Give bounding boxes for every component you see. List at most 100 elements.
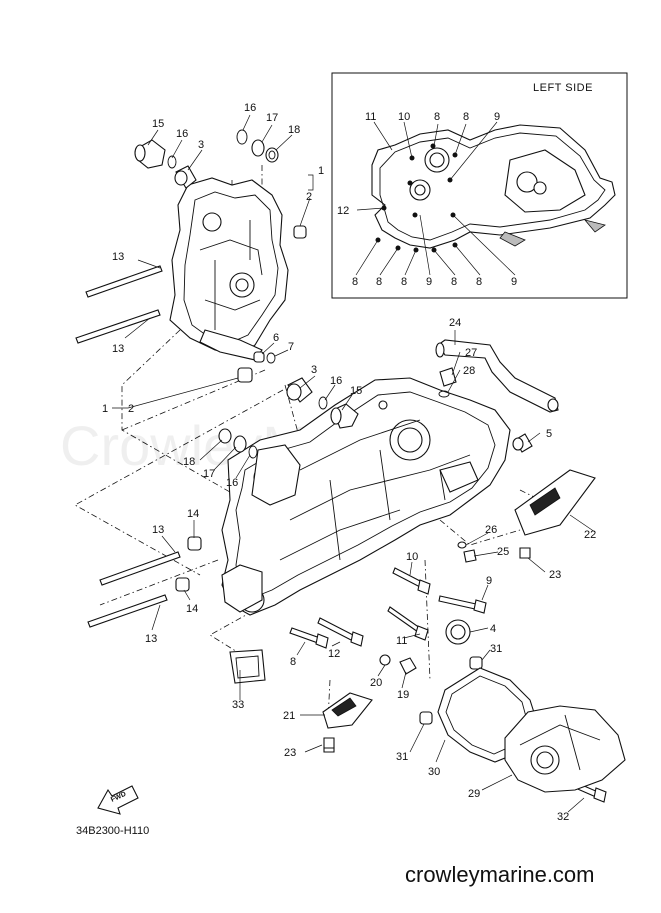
callout-24: 24 — [449, 317, 461, 329]
callout-23: 23 — [284, 747, 296, 759]
callout-13: 13 — [145, 633, 157, 645]
right-case-ribs — [199, 220, 263, 330]
inset-callout-8: 8 — [434, 111, 440, 123]
callout-32: 32 — [557, 811, 569, 823]
callout-11: 11 — [396, 635, 407, 647]
hose-end-right — [547, 398, 559, 412]
callout-16: 16 — [244, 102, 256, 114]
inset-bore-lower-inner — [414, 184, 426, 196]
part-33 — [229, 649, 266, 684]
left-case-window — [439, 461, 479, 493]
inset-callout-8: 8 — [451, 276, 457, 288]
part-15-mid-end — [330, 407, 342, 425]
left-case-boss-lower — [221, 564, 263, 613]
inset-cover-hole-1 — [516, 171, 538, 193]
inset-callout-9: 9 — [494, 111, 500, 123]
callout-2: 2 — [306, 191, 312, 203]
part-18-plug-top — [265, 147, 279, 163]
callout-numbers: 15 16 3 16 17 18 1 2 13 13 6 7 1 2 3 16 … — [102, 102, 596, 823]
callout-5: 5 — [546, 428, 552, 440]
part-17-washer-top — [251, 139, 265, 157]
website-link[interactable]: crowleymarine.com — [405, 862, 595, 887]
callout-25: 25 — [497, 546, 509, 558]
callout-13: 13 — [152, 524, 164, 536]
inset-hatch-2 — [583, 219, 606, 233]
part-17-washer-mid — [233, 435, 247, 453]
right-case-body — [169, 177, 289, 356]
inset-hatch-1 — [499, 231, 526, 247]
callout-7: 7 — [288, 341, 294, 353]
bolt-23-lower — [323, 737, 335, 749]
callout-13: 13 — [112, 343, 124, 355]
inset-callout-11: 11 — [365, 111, 376, 123]
part-16-oring-top — [236, 129, 248, 145]
callout-leaders — [112, 114, 596, 813]
callout-16: 16 — [176, 128, 188, 140]
stud-13-c — [99, 551, 181, 586]
inset-callout-8: 8 — [352, 276, 358, 288]
part-31-dowel-upper — [469, 656, 483, 670]
left-case-ribs — [279, 419, 471, 561]
callout-31: 31 — [490, 643, 502, 655]
callout-1: 1 — [318, 165, 324, 177]
inset-callout-8: 8 — [401, 276, 407, 288]
part-14-dowel-upper — [187, 536, 202, 551]
bolt-23-upper — [519, 547, 531, 559]
part-2-dowel-upper — [293, 225, 307, 239]
inset-callout-12: 12 — [337, 205, 349, 217]
inset-callout-8: 8 — [376, 276, 382, 288]
part-14-dowel-lower — [175, 577, 190, 592]
callout-29: 29 — [468, 788, 480, 800]
callout-33: 33 — [232, 699, 244, 711]
callout-6: 6 — [273, 332, 279, 344]
part-20-washer — [379, 654, 391, 666]
crankcase-right-half — [169, 177, 289, 361]
callout-18: 18 — [288, 124, 300, 136]
bolt-8 — [289, 627, 321, 644]
part-26-washer — [457, 541, 467, 549]
callout-4: 4 — [490, 623, 496, 635]
part-31-dowel-lower — [419, 711, 433, 725]
diagram-code: 34B2300-H110 — [76, 825, 149, 837]
part-28-oring — [438, 390, 450, 398]
crankcase-left-half — [221, 377, 511, 616]
inset-title: LEFT SIDE — [533, 82, 593, 94]
inset-cover-area — [504, 149, 586, 213]
part-3-mid-end — [286, 383, 302, 401]
left-case-bore-large-inner — [397, 427, 423, 453]
cover-assembly — [437, 667, 626, 793]
stud-13-b — [75, 309, 161, 344]
cover-29 — [504, 705, 626, 793]
part-16-oring-mid — [318, 396, 328, 410]
right-case-bore-1 — [202, 212, 222, 232]
callout-16: 16 — [330, 375, 342, 387]
stud-13-d — [87, 594, 168, 628]
callout-9: 9 — [486, 575, 492, 587]
inset-callout-10: 10 — [398, 111, 410, 123]
callout-21: 21 — [283, 710, 295, 722]
breather-hose — [435, 339, 559, 413]
inset-bore-upper-inner — [429, 152, 445, 168]
hose-end-left — [435, 342, 445, 358]
part-16-oring-mid2 — [248, 445, 258, 459]
hose-body — [437, 339, 559, 413]
callout-18: 18 — [183, 456, 195, 468]
callout-14: 14 — [187, 508, 199, 520]
small-parts — [134, 129, 533, 725]
bolts-and-studs — [75, 265, 607, 803]
part-27-fitting — [439, 367, 457, 387]
callout-23: 23 — [549, 569, 561, 581]
callout-10: 10 — [406, 551, 418, 563]
inset-leaders — [355, 121, 516, 276]
part-15-upper-end — [134, 144, 146, 162]
part-18-plug-mid — [218, 428, 232, 444]
bolt-9 — [438, 595, 477, 610]
callout-30: 30 — [428, 766, 440, 778]
left-side-inset: LEFT SIDE 11 10 8 8 9 12 8 — [331, 72, 628, 299]
inset-callout-8: 8 — [476, 276, 482, 288]
inset-callout-9: 9 — [426, 276, 432, 288]
bolt-10 — [392, 567, 423, 588]
callout-31: 31 — [396, 751, 408, 763]
callout-17: 17 — [266, 112, 278, 124]
callout-8: 8 — [290, 656, 296, 668]
